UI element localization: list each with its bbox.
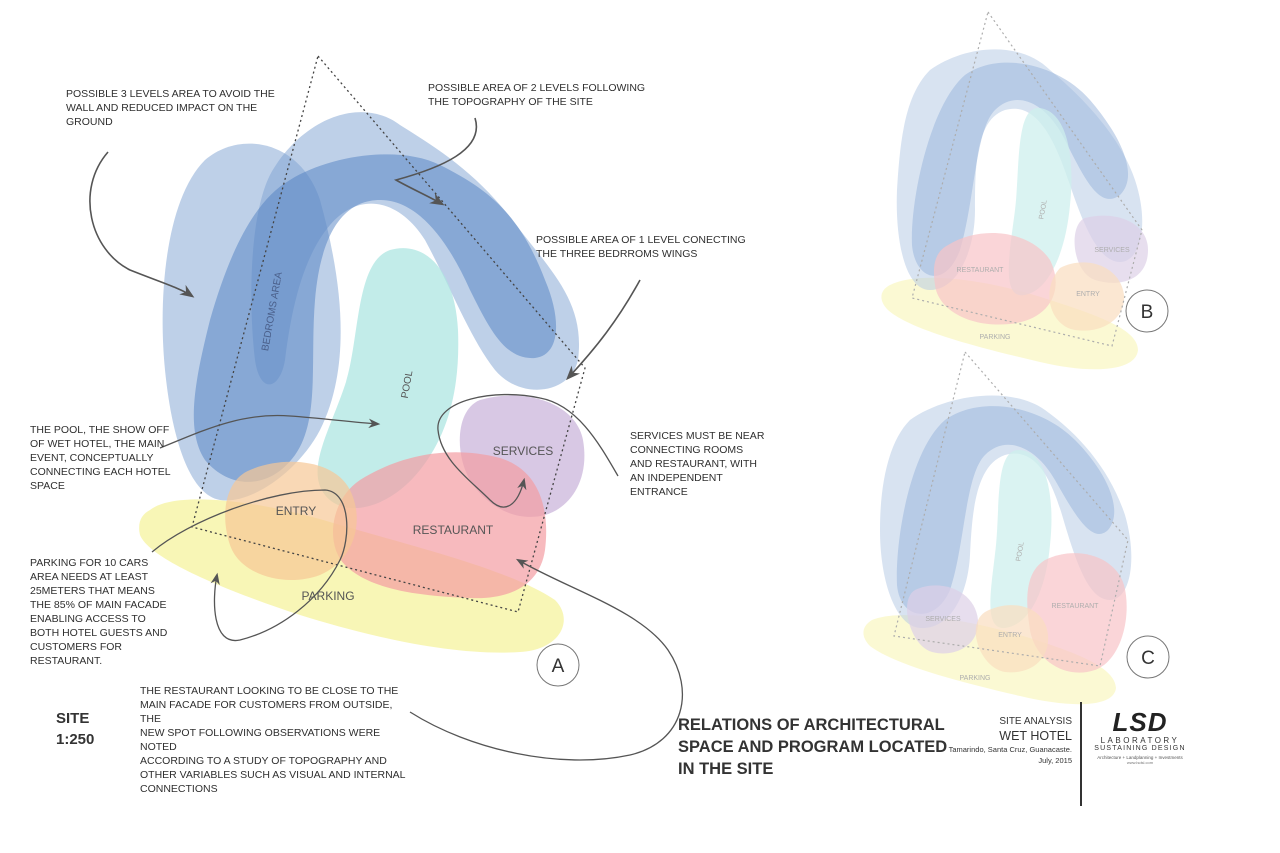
logo-line3: Architecture + Landplanning + Investment… — [1097, 755, 1183, 760]
b-services-zone — [1074, 215, 1148, 283]
c-bedrooms-zone — [880, 395, 1132, 629]
note-three-levels: POSSIBLE 3 LEVELS AREA TO AVOID THE WALL… — [66, 88, 275, 128]
zone-label-pool: POOL — [400, 370, 416, 400]
option-c-diagram: POOL SERVICES RESTAURANT ENTRY PARKING — [863, 350, 1132, 705]
c-parking-zone — [863, 615, 1116, 705]
c-site-boundary — [893, 350, 1129, 667]
zone-label-services: SERVICES — [493, 444, 553, 458]
c-restaurant-zone — [1027, 553, 1127, 673]
divider — [1080, 702, 1082, 806]
note-parking: PARKING FOR 10 CARS AREA NEEDS AT LEAST … — [30, 557, 168, 667]
info-location: Tamarindo, Santa Cruz, Guanacaste. — [948, 745, 1072, 754]
logo-line1: LABORATORY — [1100, 736, 1180, 745]
c-label-parking: PARKING — [960, 675, 991, 682]
arrow-restaurant — [409, 558, 683, 761]
arrow-parking — [151, 489, 348, 642]
arrow-two-levels — [393, 117, 478, 206]
note-restaurant: THE RESTAURANT LOOKING TO BE CLOSE TO TH… — [140, 685, 406, 795]
info-date: July, 2015 — [1038, 756, 1072, 765]
b-site-boundary — [911, 10, 1143, 347]
lsd-logo: LSD LABORATORY SUSTAINING DESIGN Archite… — [1092, 710, 1188, 765]
b-parking-zone — [881, 277, 1138, 370]
main-title: RELATIONS OF ARCHITECTURAL SPACE AND PRO… — [678, 716, 948, 778]
c-pool-zone — [990, 449, 1052, 629]
b-label-pool: POOL — [1038, 199, 1048, 219]
option-a-diagram: BEDROMS AREA POOL SERVICES ENTRY RESTAUR… — [139, 54, 586, 687]
lsd-logo-mark: LSD — [1113, 710, 1168, 734]
zone-label-entry: ENTRY — [276, 504, 316, 518]
c-entry-zone — [975, 605, 1049, 673]
c-services-zone — [906, 585, 979, 654]
pool-zone — [317, 248, 459, 509]
b-label-services: SERVICES — [1094, 247, 1130, 254]
b-pool-zone — [1008, 107, 1072, 296]
bedrooms-wing-dark — [193, 154, 557, 482]
c-label-entry: ENTRY — [998, 632, 1022, 639]
option-c-badge — [1126, 635, 1170, 679]
note-two-levels: POSSIBLE AREA OF 2 LEVELS FOLLOWING THE … — [428, 82, 646, 108]
logo-line2: SUSTAINING DESIGN — [1094, 745, 1186, 752]
arrow-services — [437, 393, 619, 508]
arrow-one-level — [566, 279, 641, 381]
restaurant-zone — [333, 452, 547, 599]
b-label-entry: ENTRY — [1076, 291, 1100, 298]
note-one-level: POSSIBLE AREA OF 1 LEVEL CONECTING THE T… — [536, 234, 746, 260]
info-label: SITE ANALYSIS — [999, 716, 1072, 727]
option-a-label: A — [552, 656, 565, 677]
c-bedrooms-wing — [896, 406, 1115, 614]
entry-zone — [225, 461, 357, 581]
c-label-restaurant: RESTAURANT — [1052, 603, 1100, 610]
arrow-pool — [159, 414, 381, 449]
scale-label: SITE 1:250 — [56, 710, 95, 748]
option-b-label: B — [1141, 302, 1154, 323]
b-label-restaurant: RESTAURANT — [957, 267, 1005, 274]
option-b-diagram: POOL SERVICES RESTAURANT ENTRY PARKING — [881, 10, 1148, 370]
note-pool: THE POOL, THE SHOW OFF OF WET HOTEL, THE… — [30, 424, 171, 492]
zone-label-parking: PARKING — [301, 589, 354, 603]
project-info: SITE ANALYSIS WET HOTEL Tamarindo, Santa… — [940, 716, 1072, 766]
logo-line4: www.lsdsl.com — [1126, 760, 1154, 765]
option-a-badge — [536, 643, 580, 687]
info-project: WET HOTEL — [999, 729, 1072, 743]
note-services: SERVICES MUST BE NEAR CONNECTING ROOMS A… — [630, 430, 765, 498]
c-label-services: SERVICES — [925, 616, 961, 623]
option-c-label: C — [1141, 648, 1155, 669]
b-bedrooms-wing — [911, 62, 1129, 276]
arrow-three-levels — [89, 151, 195, 298]
b-bedrooms-zone — [896, 49, 1143, 290]
annotation-arrows — [89, 117, 683, 761]
option-b-badge — [1125, 289, 1169, 333]
zone-label-restaurant: RESTAURANT — [413, 523, 494, 537]
b-restaurant-zone — [933, 233, 1056, 325]
c-label-pool: POOL — [1015, 541, 1025, 561]
b-entry-zone — [1049, 262, 1125, 331]
logo-letters: LSD — [1113, 710, 1168, 734]
b-label-parking: PARKING — [980, 334, 1011, 341]
